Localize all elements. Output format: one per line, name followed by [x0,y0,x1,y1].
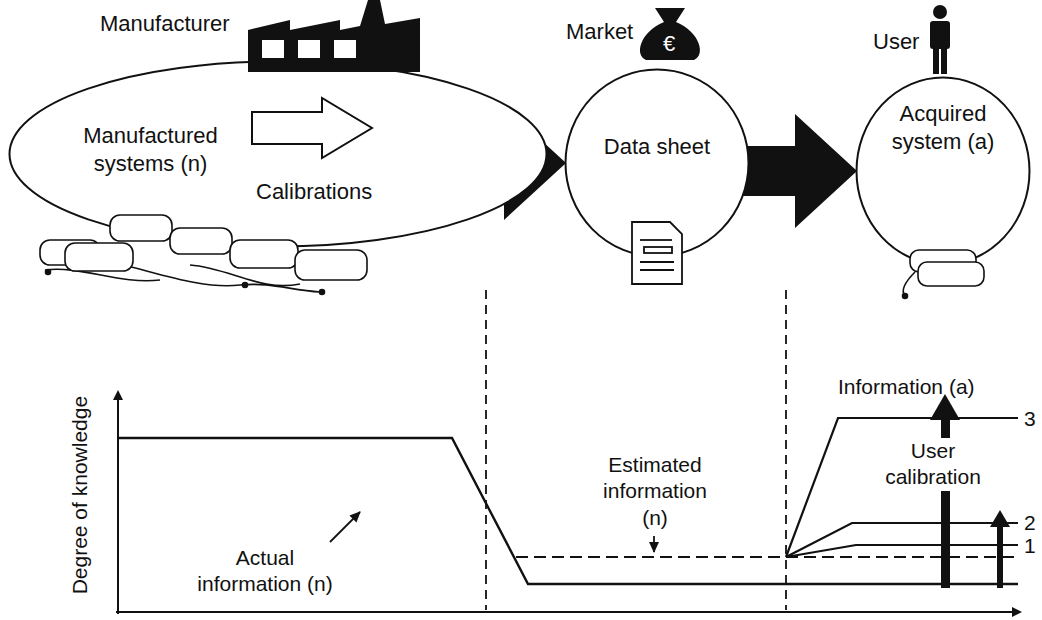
factory-icon [248,0,420,72]
node-outline [8,60,548,248]
calibration-arrow [252,98,372,158]
node-heading: Market [566,18,646,46]
money-bag-icon [640,8,700,60]
axis-label: Degree of knowledge [67,395,93,595]
person-icon [930,5,950,74]
euro-sign: € [648,30,690,58]
document-icon [632,222,682,284]
node-label: Data sheet [594,133,720,161]
stage-circle: UserAcquired system (a) [855,76,1031,266]
curve-label: Information (a) [838,374,1008,400]
device [903,250,985,299]
node-heading: User [873,28,933,56]
graph [116,290,1020,614]
node-label: Manufactured systems (n) [43,122,258,177]
node-heading: Manufacturer [100,10,260,38]
calibration-up-arrows [930,394,1010,588]
manufacturer-ellipse: ManufacturerManufactured systems (n)Cali… [8,60,548,248]
level-number: 3 [1024,406,1040,432]
node-label: Acquired system (a) [875,100,1011,155]
arrow-label: User calibration [866,438,1000,491]
level-number: 2 [1024,510,1040,536]
device-group [40,215,367,295]
curve-label: Estimated information (n) [596,452,714,531]
level-number: 1 [1024,533,1040,559]
curve-label: Actual information (n) [195,545,335,598]
node-label: Calibrations [256,178,416,206]
